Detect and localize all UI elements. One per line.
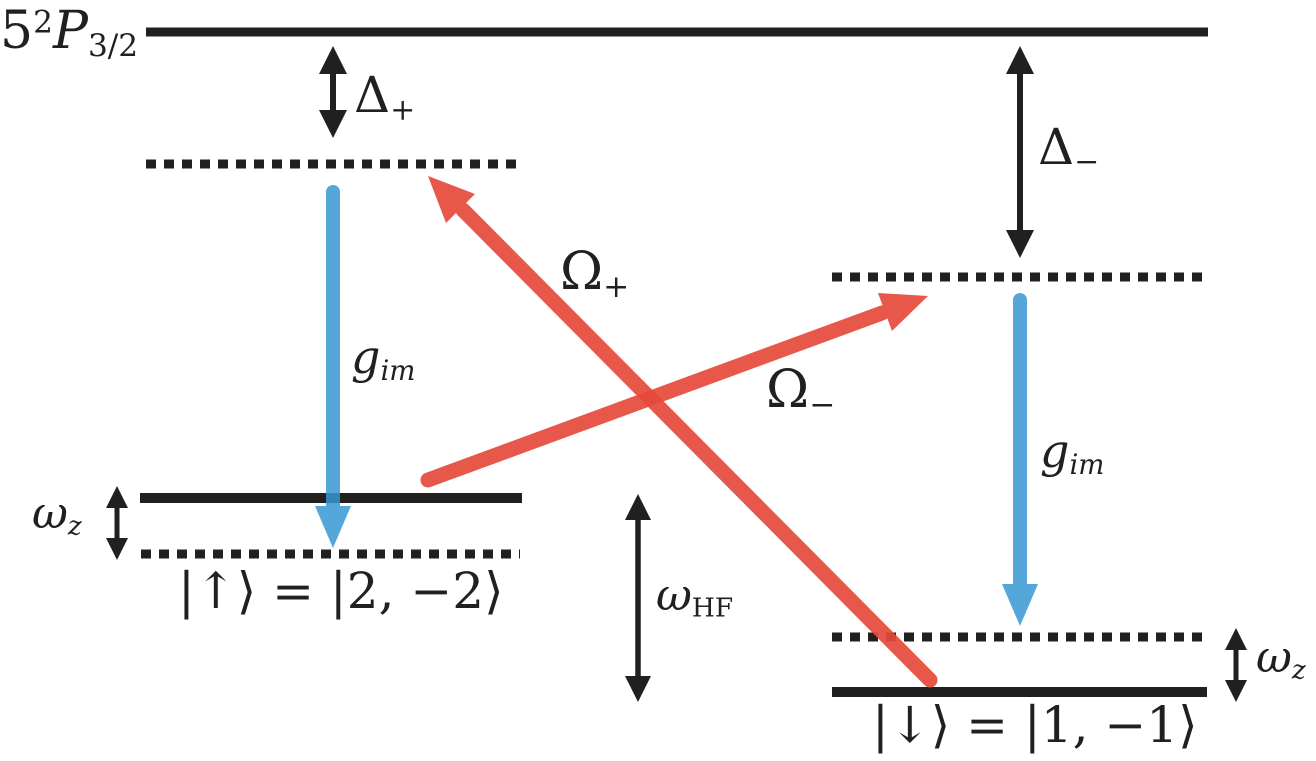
omega-hf-label: ωHF [656,574,733,622]
omega-z-right-arrowhead-up [1225,628,1247,650]
omega-z-right-symbol: ω [1256,632,1292,683]
delta-minus-subscript: − [1074,144,1100,180]
omega-z-label-right: ωz [1256,636,1306,684]
g-im-arrow-right [1002,293,1038,626]
omega-hf-subscript: HF [691,592,734,624]
omega-z-label-left: ωz [32,492,82,540]
g-im-left-subscript: im [380,353,416,387]
omega-z-left-subscript: z [67,510,82,542]
delta-minus-label: Δ− [1038,122,1099,178]
omega-minus-arrow-shaft [420,305,890,488]
delta-minus-arrow [1006,46,1034,258]
spin-up-label: |↑⟩ = |2, −2⟩ [178,562,504,620]
g-im-right-symbol: g [1040,424,1070,478]
delta-plus-arrow [319,46,347,138]
omega-z-left-arrowhead-up [106,486,128,508]
delta-plus-label: Δ+ [354,70,415,126]
delta-plus-arrowhead-up [319,46,347,74]
omega-hf-arrowhead-up [625,494,651,520]
g-im-right-subscript: im [1069,447,1105,481]
omega-plus-symbol: Ω [560,242,604,302]
g-im-label-left: gim [351,334,415,384]
g-im-arrow-left [315,185,351,548]
omega-hf-symbol: ω [656,570,692,621]
omega-plus-label: Ω+ [560,246,629,303]
omega-z-right-arrow [1225,628,1247,702]
omega-hf-arrowhead-down [625,676,651,702]
excited-level-label: 52P3/2 [0,5,138,62]
delta-minus-symbol: Δ [1038,118,1075,176]
spin-down-label: |↓⟩ = |1, −1⟩ [872,696,1198,754]
g-im-label-right: gim [1040,428,1104,478]
omega-plus-arrow [428,176,938,688]
excited-level-superscript: 2 [33,4,53,41]
omega-minus-arrow [420,293,928,488]
delta-plus-symbol: Δ [354,66,391,124]
omega-minus-symbol: Ω [766,360,810,420]
g-im-arrow-right-head [1002,584,1038,626]
omega-z-right-subscript: z [1291,654,1306,686]
excited-level-subscript: 3/2 [87,27,139,64]
excited-level-principal: 5 [0,1,34,61]
delta-plus-subscript: + [390,92,416,128]
omega-hf-arrow [625,494,651,702]
omega-plus-arrow-shaft [455,202,938,688]
omega-plus-subscript: + [603,268,630,305]
omega-minus-label: Ω− [766,364,835,421]
omega-z-left-arrowhead-down [106,538,128,560]
omega-minus-arrow-head [878,293,928,331]
omega-plus-arrow-head [428,176,475,223]
omega-z-left-symbol: ω [32,488,68,539]
g-im-arrow-left-head [315,506,351,548]
delta-minus-arrowhead-down [1006,230,1034,258]
delta-plus-arrowhead-down [319,110,347,138]
omega-z-left-arrow [106,486,128,560]
g-im-left-symbol: g [351,330,381,384]
excited-level-term-symbol: P [52,1,88,61]
omega-z-right-arrowhead-down [1225,680,1247,702]
delta-minus-arrowhead-up [1006,46,1034,74]
omega-minus-subscript: − [809,386,836,423]
